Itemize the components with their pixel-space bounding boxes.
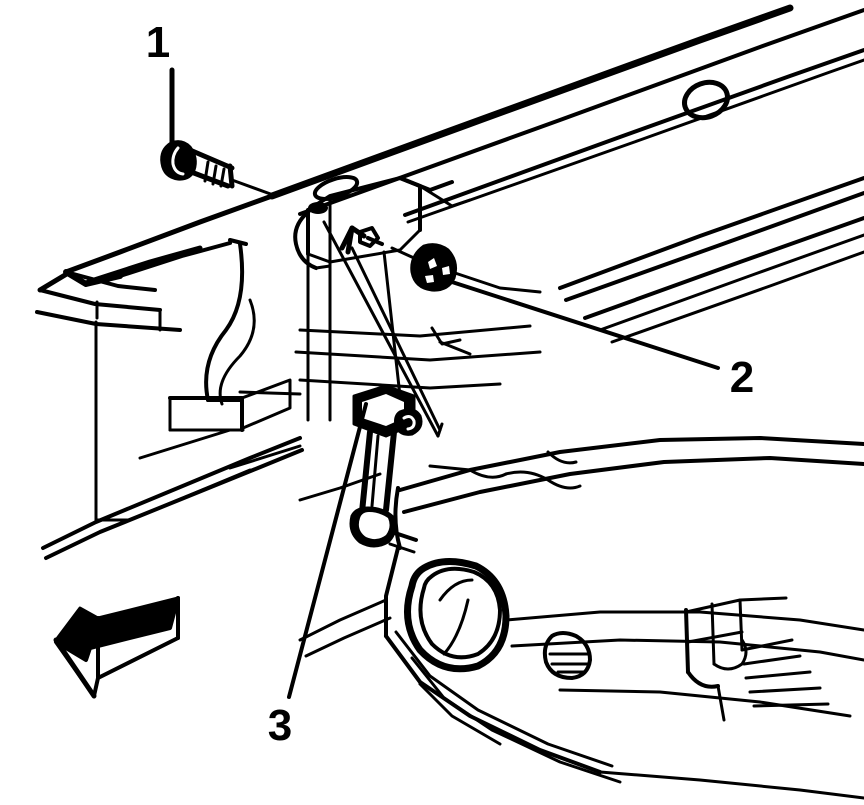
callout-label-2: 2 xyxy=(730,353,754,402)
callout-leaders xyxy=(169,67,720,699)
bolt xyxy=(160,140,278,198)
callout-labels: 1 2 3 xyxy=(146,18,754,750)
mounting-bracket xyxy=(293,176,472,422)
direction-indicator-arrow xyxy=(53,596,180,699)
leader-line-3 xyxy=(287,402,368,699)
line-art-group xyxy=(35,4,864,800)
stabilizer-shaft-link xyxy=(349,384,423,554)
nut xyxy=(390,243,542,294)
callout-label-3: 3 xyxy=(268,701,292,750)
rail-detail-lines xyxy=(138,324,542,502)
frame-rail xyxy=(35,4,864,402)
leader-line-2 xyxy=(450,280,720,370)
control-arm xyxy=(298,436,864,800)
oval-hole xyxy=(312,79,730,201)
callout-label-1: 1 xyxy=(146,18,170,67)
